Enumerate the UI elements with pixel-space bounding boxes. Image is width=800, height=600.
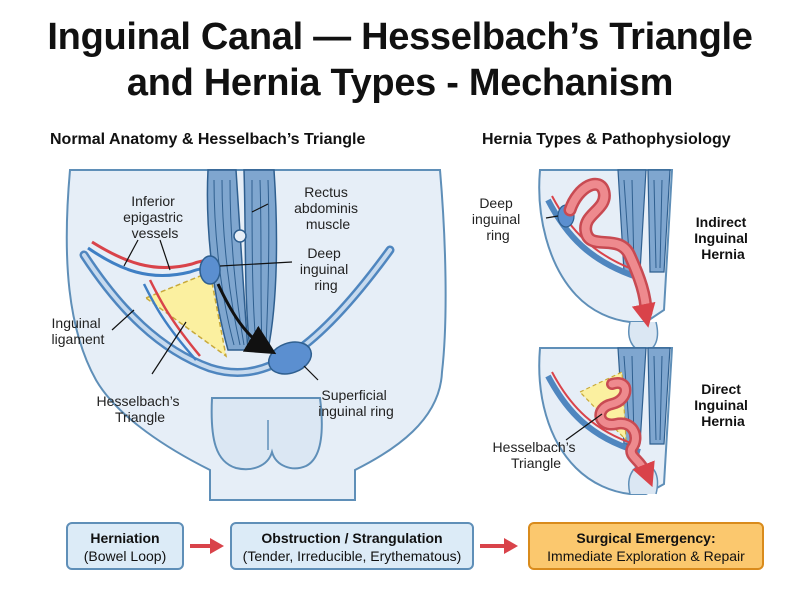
flow-step-2-detail: (Tender, Irreducible, Erythematous) — [242, 548, 462, 564]
label-inferior-epigastric: Inferior epigastric vessels — [123, 193, 187, 241]
direct-hernia-figure: Hesselbach’s Triangle Direct Inguinal He… — [493, 347, 752, 495]
umbilicus — [233, 229, 247, 243]
label-indirect-deep-ring: Deep inguinal ring — [472, 195, 524, 243]
page-title: Inguinal Canal — Hesselbach’s Triangle a… — [0, 14, 800, 106]
left-leader-lines — [111, 203, 319, 381]
flow-step-3-title: Surgical Emergency: — [576, 530, 716, 546]
label-deep-inguinal-ring: Deep inguinal ring — [300, 245, 352, 293]
flow-step-herniation: Herniation (Bowel Loop) — [66, 522, 184, 570]
flow-arrows — [190, 538, 518, 554]
superficial-inguinal-ring — [267, 341, 313, 375]
label-indirect-hernia-title: Indirect Inguinal Hernia — [694, 214, 752, 262]
canal-path-arrow — [216, 283, 277, 355]
flow-step-obstruction: Obstruction / Strangulation (Tender, Irr… — [230, 522, 474, 570]
label-hesselbach-triangle: Hesselbach’s Triangle — [97, 393, 184, 425]
flow-step-2-title: Obstruction / Strangulation — [261, 530, 443, 546]
label-direct-hesselbach: Hesselbach’s Triangle — [493, 439, 580, 471]
external-genitalia — [210, 397, 323, 471]
label-direct-hernia-title: Direct Inguinal Hernia — [694, 381, 752, 429]
flow-step-3-detail: Immediate Exploration & Repair — [547, 548, 745, 564]
deep-inguinal-ring — [199, 255, 221, 285]
right-panel-heading: Hernia Types & Pathophysiology — [482, 131, 731, 148]
flow-step-1-detail: (Bowel Loop) — [83, 548, 167, 564]
flow-step-1-title: Herniation — [90, 530, 160, 546]
flow-step-surgical-emergency: Surgical Emergency: Immediate Exploratio… — [528, 522, 764, 570]
normal-anatomy-figure: Inferior epigastric vessels Rectus abdom… — [52, 169, 447, 501]
left-panel-heading: Normal Anatomy & Hesselbach’s Triangle — [50, 131, 366, 148]
indirect-hernia-figure: Deep inguinal ring Indirect Inguinal Her… — [472, 169, 752, 353]
label-superficial-inguinal-ring: Superficial inguinal ring — [318, 387, 394, 419]
title-line-1: Inguinal Canal — Hesselbach’s Triangle — [47, 16, 753, 58]
title-line-2: and Hernia Types - Mechanism — [126, 62, 674, 104]
label-rectus-abdominis: Rectus abdominis muscle — [294, 184, 362, 232]
label-inguinal-ligament: Inguinal ligament — [52, 315, 105, 347]
hesselbach-triangle — [144, 270, 228, 358]
